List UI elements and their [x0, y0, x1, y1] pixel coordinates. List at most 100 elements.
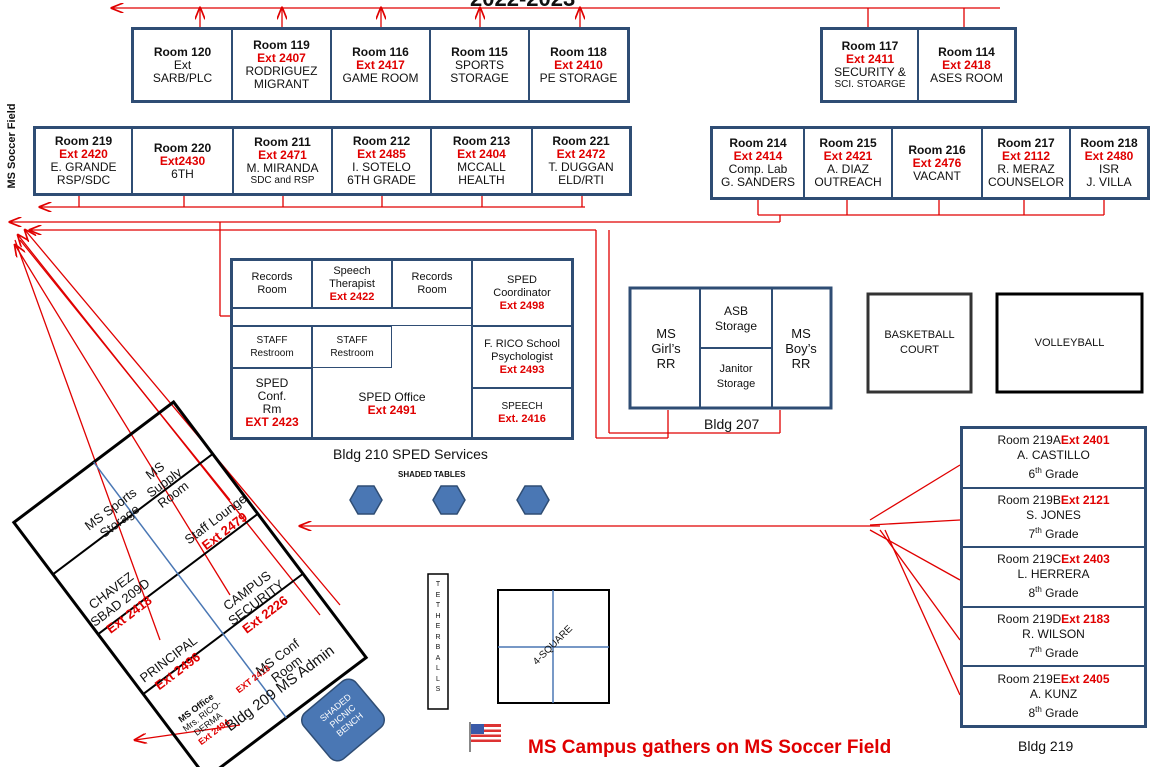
room-number: Room 214: [729, 136, 787, 150]
room-occupant: RSP/SDC: [56, 173, 111, 187]
room-number: Room 219D: [997, 612, 1062, 627]
room-occupant: GAME ROOM: [342, 70, 419, 85]
room-teacher: L. HERRERA: [1017, 567, 1090, 582]
tetherball-letter: A: [435, 654, 441, 662]
grade-number: 8: [1028, 586, 1036, 601]
room-occupant: STORAGE: [450, 70, 509, 85]
tetherball-letter: T: [435, 581, 441, 588]
speech-therapist-room: Speech Therapist Ext 2422: [312, 260, 392, 308]
room-occupant: SECURITY &: [834, 65, 906, 79]
sped-coordinator-room: SPED Coordinator Ext 2498: [472, 260, 572, 326]
grade-word: Grade: [1041, 646, 1079, 661]
tetherball-letter: H: [435, 612, 441, 620]
room-extension: Ext 2480: [1084, 149, 1134, 163]
room-number: Room 118: [550, 44, 607, 59]
room-number: Room 219A: [997, 433, 1061, 448]
boys-restroom: MS Boy’s RR: [785, 325, 817, 371]
school-psychologist-room: F. RICO School Psychologist Ext 2493: [472, 326, 572, 388]
grade-number: 7: [1028, 646, 1036, 661]
room-occupant: ISR: [1098, 162, 1119, 176]
room-number: Room 218: [1080, 136, 1138, 150]
room-extension: Ext2430: [159, 153, 206, 168]
room-number: Room 120: [153, 44, 212, 59]
room-extension: Ext 2418: [942, 57, 991, 72]
room-extension: Ext 2403: [1061, 552, 1110, 567]
flag-icon: [469, 722, 501, 752]
grade-suffix: th: [1035, 466, 1042, 476]
grade-word: Grade: [1041, 467, 1079, 482]
room-header: Room 219EExt 2405: [997, 672, 1109, 687]
room-extension: Ext 2112: [1001, 149, 1051, 163]
room-occupant: MCCALL: [457, 160, 506, 174]
room-occupant: SCI. STOARGE: [834, 79, 906, 90]
page-title: 2022-2023: [470, 0, 575, 12]
room-number: Room 219E: [997, 671, 1061, 686]
top-row-right-frame: [820, 27, 1017, 103]
room-number: Room 119: [253, 38, 310, 52]
second-row-right-frame: [710, 126, 1150, 200]
room-number: Room 117: [841, 39, 899, 53]
tetherball-letter: B: [435, 644, 441, 651]
room-number: Room 217: [997, 136, 1055, 150]
room-occupant: G. SANDERS: [720, 175, 795, 189]
room-extension: Ext 2121: [1060, 492, 1110, 507]
speech-room: SPEECH Ext. 2416: [472, 388, 572, 438]
room-number: Room 216: [908, 142, 966, 157]
room-grade: 8th Grade: [1028, 702, 1078, 721]
grade-word: Grade: [1041, 526, 1079, 541]
room-teacher: A. KUNZ: [1029, 686, 1078, 701]
room-extension: Ext 2471: [258, 148, 307, 162]
room-occupant: ELD/RTI: [558, 173, 604, 187]
room-extension: Ext 2420: [59, 147, 108, 161]
tetherball-letter: R: [435, 633, 441, 641]
grade-suffix: th: [1035, 585, 1042, 595]
top-row-left-frame: [131, 27, 630, 103]
room-occupant: T. DUGGAN: [548, 160, 614, 174]
room-extension: Ext 2417: [356, 57, 405, 72]
room-number: Room 213: [452, 134, 511, 148]
grade-number: 7: [1028, 526, 1036, 541]
room-extension: Ext 2485: [357, 147, 406, 161]
room-occupant: M. MIRANDA: [246, 161, 319, 175]
grade-suffix: th: [1035, 645, 1042, 655]
room-occupant: Comp. Lab: [728, 162, 788, 176]
room-occupant: RODRIGUEZ: [245, 64, 318, 78]
room-occupant: SDC and RSP: [250, 175, 315, 186]
sped-building-label: Bldg 210 SPED Services: [333, 446, 488, 462]
room-extension: Ext 2414: [733, 149, 783, 163]
sped-hallway: [232, 308, 472, 326]
room-number: Room 211: [254, 135, 311, 149]
tetherball-box: [427, 573, 449, 710]
room-header: Room 219AExt 2401: [997, 433, 1109, 448]
room-grade: 7th Grade: [1028, 642, 1078, 661]
shaded-table-icons: [349, 485, 550, 515]
grade-word: Grade: [1041, 705, 1079, 720]
room-number: Room 116: [352, 44, 409, 59]
bldg207-label: Bldg 207: [704, 416, 760, 432]
room-occupant: SPORTS: [454, 57, 505, 72]
room-occupant: MIGRANT: [253, 77, 310, 91]
room-occupant: ASES ROOM: [930, 70, 1003, 85]
room-number: Room 219B: [997, 492, 1061, 507]
staff-restroom-1: STAFF Restroom: [232, 326, 312, 368]
tetherball-letter: L: [436, 665, 440, 672]
second-row-left-frame: [33, 126, 632, 196]
room-grade: 6th Grade: [1028, 463, 1078, 482]
room-grade: 7th Grade: [1028, 523, 1078, 542]
sped-conf-room: SPED Conf. Rm EXT 2423: [232, 368, 312, 438]
room-number: Room 215: [819, 136, 877, 150]
